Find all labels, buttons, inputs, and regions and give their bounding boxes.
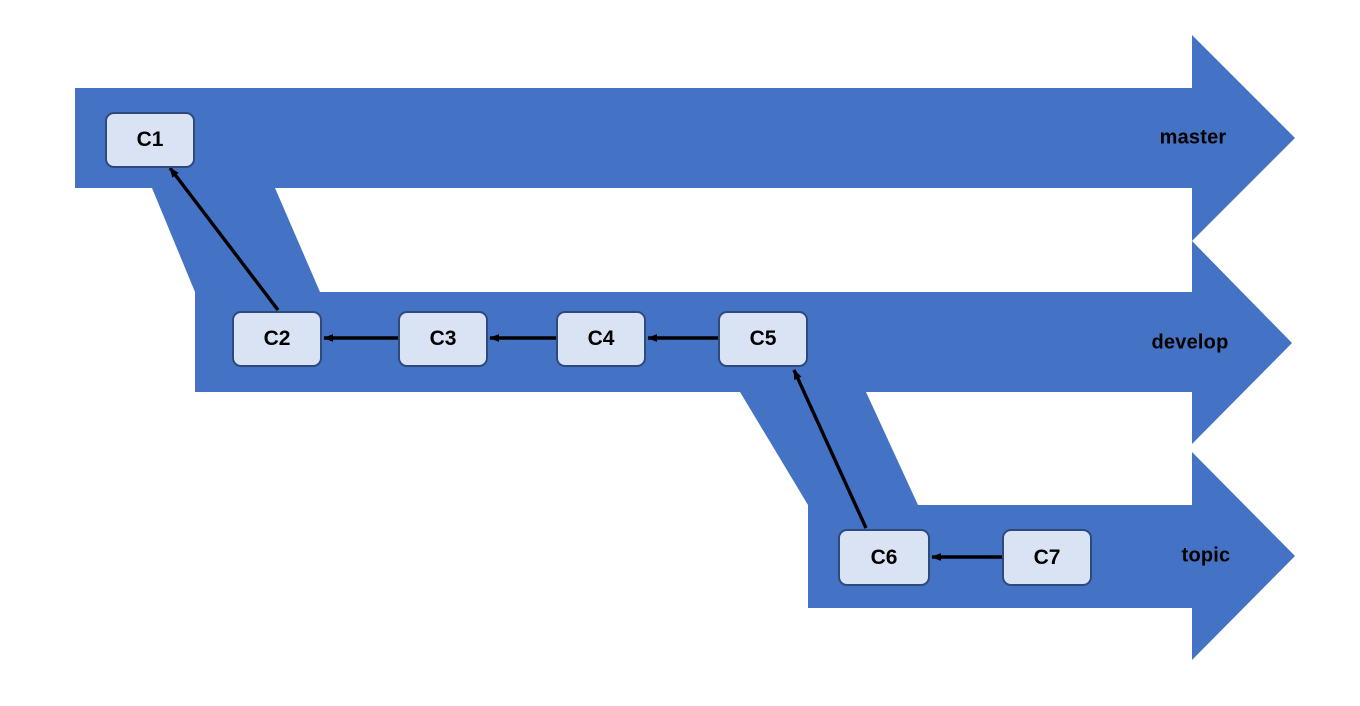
lane-label-topic: topic xyxy=(1181,544,1231,567)
commit-node-c3[interactable]: C3 xyxy=(398,311,488,367)
commit-node-c6[interactable]: C6 xyxy=(838,529,930,586)
lane-connector-master-to-develop xyxy=(152,188,320,292)
commit-node-c1[interactable]: C1 xyxy=(105,112,195,168)
commit-edges-group xyxy=(168,166,1002,561)
commit-arrow-c2-to-c1 xyxy=(168,166,280,312)
lane-label-develop: develop xyxy=(1151,331,1229,354)
lane-arrow-master xyxy=(75,35,1295,241)
lane-label-master: master xyxy=(1159,126,1227,149)
commit-node-c7[interactable]: C7 xyxy=(1002,529,1092,586)
commit-node-c5[interactable]: C5 xyxy=(718,311,808,367)
commit-node-c2[interactable]: C2 xyxy=(232,311,322,367)
commit-arrow-c6-to-c5 xyxy=(792,369,868,529)
commit-node-c4[interactable]: C4 xyxy=(556,311,646,367)
